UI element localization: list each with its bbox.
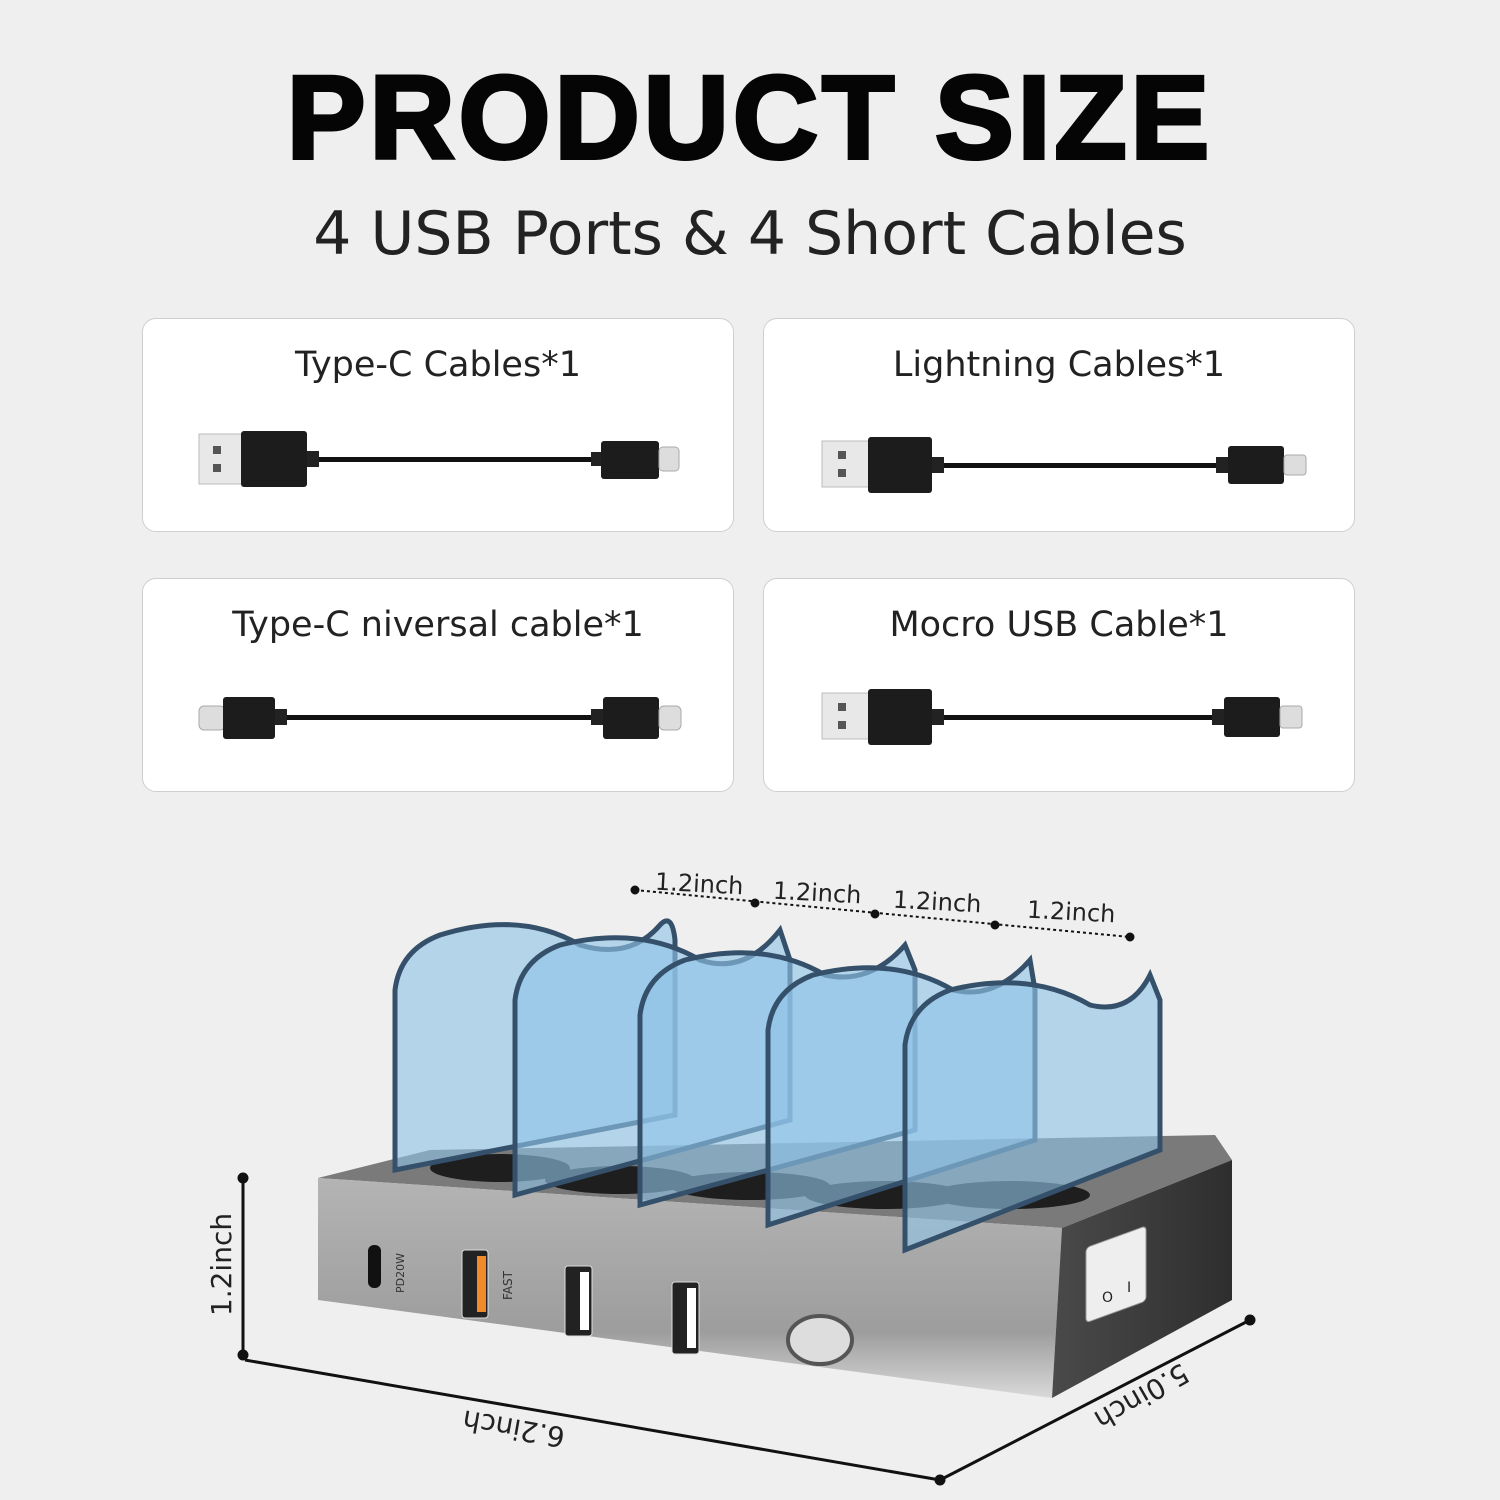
slot-width-label-4: 1.2inch — [1026, 895, 1117, 929]
fast-label: FAST — [501, 1270, 515, 1300]
slot-width-label-2: 1.2inch — [772, 876, 863, 910]
slot-width-label-1: 1.2inch — [654, 867, 745, 901]
switch-on-label: I — [1127, 1280, 1131, 1296]
lightning-cable-icon — [821, 437, 1307, 493]
cable-card-micro-usb: Mocro USB Cable*1 — [763, 578, 1355, 792]
cable-label: Lightning Cables*1 — [892, 345, 1226, 385]
power-switch — [1085, 1226, 1147, 1323]
type-c-port — [368, 1245, 381, 1288]
cable-card-type-c: Type-C Cables*1 — [142, 318, 734, 532]
cable-card-lightning: Lightning Cables*1 — [763, 318, 1355, 532]
cable-card-type-c-universal: Type-C niversal cable*1 — [142, 578, 734, 792]
page-title: PRODUCT SIZE — [285, 50, 1214, 186]
micro-usb-cable-icon — [821, 689, 1303, 745]
cable-label: Type-C niversal cable*1 — [232, 605, 644, 645]
type-c-cable-icon — [198, 431, 680, 487]
height-label: 1.2inch — [205, 1212, 239, 1317]
pd-label: PD20W — [394, 1253, 407, 1293]
charging-station-illustration: PD20W FAST O I — [237, 885, 1256, 1486]
switch-off-label: O — [1102, 1290, 1113, 1306]
cable-label: Mocro USB Cable*1 — [889, 605, 1229, 645]
type-c-to-type-c-cable-icon — [198, 697, 682, 739]
cable-label: Type-C Cables*1 — [295, 345, 581, 385]
slot-width-label-3: 1.2inch — [892, 885, 983, 919]
page-subtitle: 4 USB Ports & 4 Short Cables — [313, 199, 1187, 269]
divider-5 — [902, 968, 1163, 1254]
power-inlet — [786, 1314, 854, 1366]
